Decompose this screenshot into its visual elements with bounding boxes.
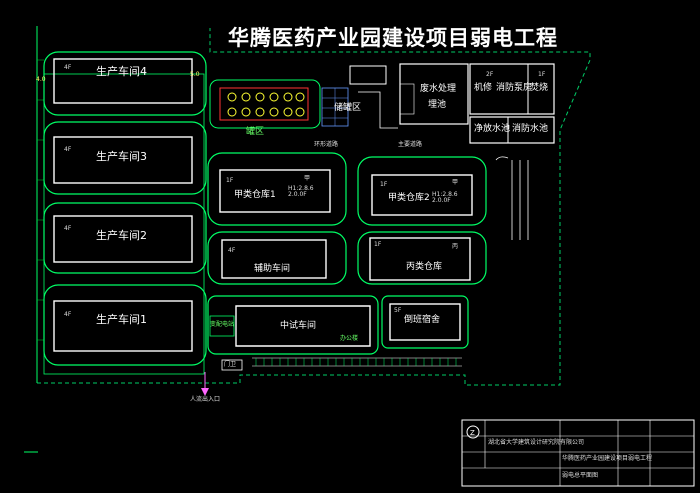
pump-floors: 2F <box>486 71 494 78</box>
title-block-project: 华腾医药产业园建设项目弱电工程 <box>562 455 653 462</box>
warehouse-a1-code: 甲 <box>304 175 311 182</box>
workshop-4-floors: 4F <box>64 64 72 71</box>
warehouse-c-outline <box>369 237 471 281</box>
fire-road-label: 环形道路 <box>314 141 339 148</box>
dorm-floors: 5F <box>394 307 402 314</box>
office-label: 办公楼 <box>340 335 359 342</box>
tank-label: 储罐区 <box>334 103 362 113</box>
title-block-drawing: 弱电总平面图 <box>562 472 599 479</box>
pump-label: 机修 <box>474 83 493 93</box>
workshop-2-floors: 4F <box>64 225 72 232</box>
warehouse-c-label: 丙类仓库 <box>406 262 443 272</box>
workshop-4-label: 生产车间4 <box>96 65 147 78</box>
warehouse-a1-floors: 1F <box>226 177 234 184</box>
dorm-outline <box>389 303 461 341</box>
dim-label: 5.0 <box>190 71 200 78</box>
title-block: Z <box>461 419 695 487</box>
warehouse-c-code: 丙 <box>452 243 459 250</box>
page-title: 华腾医药产业园建设项目弱电工程 <box>228 26 558 50</box>
entrance-label: 人流出入口 <box>190 396 221 403</box>
tank-area-label: 罐区 <box>246 127 265 137</box>
warehouse-c-floors: 1F <box>374 241 382 248</box>
workshop-1-label: 生产车间1 <box>96 313 147 326</box>
warehouse-a2-floors: 1F <box>380 181 388 188</box>
wastewater-sub: 埋池 <box>428 100 447 110</box>
workshop-2-label: 生产车间2 <box>96 229 147 242</box>
warehouse-a1-label: 甲类仓库1 <box>234 190 276 200</box>
main-road-label: 主要道路 <box>398 141 423 148</box>
warehouse-a2-label: 甲类仓库2 <box>388 193 430 203</box>
title-block-company: 湖北省大学建筑设计研究院有限公司 <box>488 439 585 446</box>
pilot-workshop-outline <box>235 305 371 347</box>
warehouse-a1-outline <box>219 169 331 213</box>
guard-label: 门卫 <box>224 361 237 368</box>
warehouse-a2-spec: H1:2.8.6 2.0.0F <box>432 191 458 204</box>
workshop-4-outline <box>43 51 207 116</box>
boiler-label: 焚烧 <box>530 83 549 93</box>
warehouse-a2-outline <box>371 174 473 216</box>
aux-floors: 4F <box>228 247 236 254</box>
dim-label: 4.0 <box>36 76 46 83</box>
tank-circles <box>227 92 305 117</box>
workshop-2-outline <box>43 202 207 274</box>
pool1-label: 净放水池 <box>474 124 511 134</box>
pool2-label: 消防水池 <box>512 124 549 134</box>
boiler-floors: 1F <box>538 71 546 78</box>
tank-area-outline <box>219 87 309 121</box>
workshop-1-outline <box>43 284 207 366</box>
pilot-workshop-label: 中试车间 <box>280 321 317 331</box>
aux-label: 辅助车间 <box>254 264 291 274</box>
wastewater-outline <box>399 63 469 125</box>
warehouse-a1-spec: H1:2.8.6 2.0.0F <box>288 185 314 198</box>
wastewater-label: 废水处理 <box>420 84 457 94</box>
parking-row <box>252 357 462 367</box>
workshop-3-outline <box>43 121 207 195</box>
workshop-1-floors: 4F <box>64 311 72 318</box>
warehouse-a2-code: 甲 <box>452 179 459 186</box>
dorm-label: 倒班宿舍 <box>404 315 441 325</box>
pump-sub: 消防泵房 <box>496 83 533 93</box>
site-boundary <box>36 26 591 386</box>
svg-text:Z: Z <box>470 429 475 437</box>
station-label: 变配电站 <box>210 321 235 328</box>
aux-workshop-outline <box>221 239 327 279</box>
workshop-3-floors: 4F <box>64 146 72 153</box>
workshop-3-label: 生产车间3 <box>96 150 147 163</box>
